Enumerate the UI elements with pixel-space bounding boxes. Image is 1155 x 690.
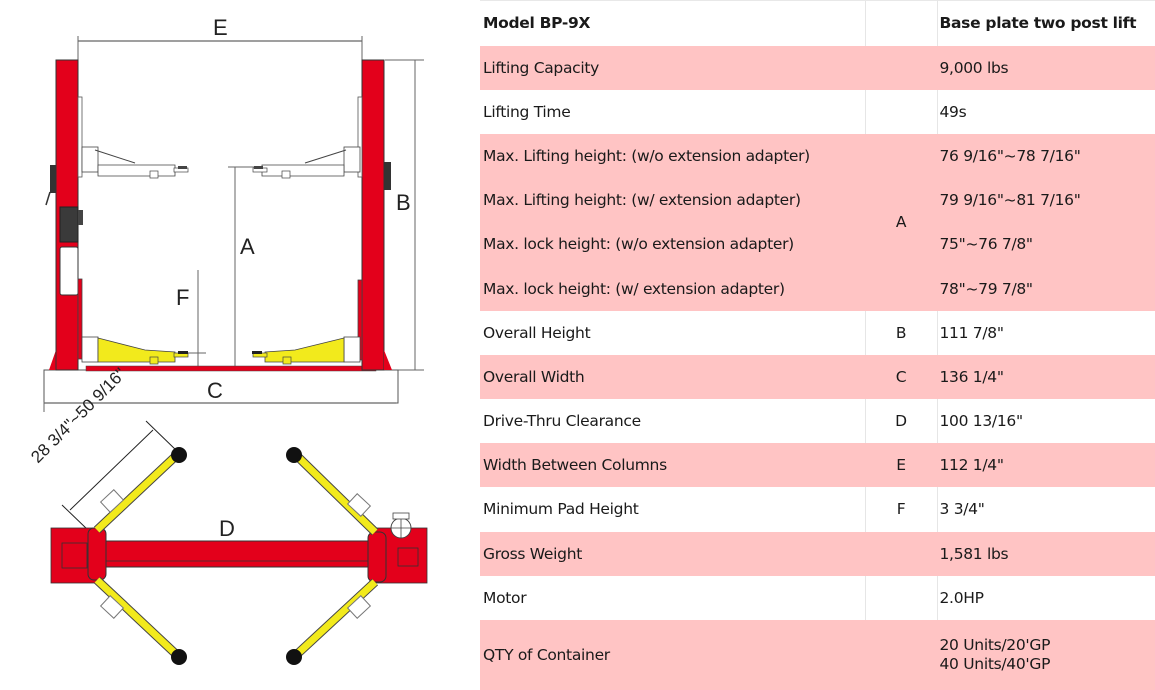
table-row: Max. Lifting height: (w/ extension adapt… [480, 178, 1155, 223]
label-f: F [176, 285, 190, 310]
row-value: 9,000 lbs [937, 45, 1155, 90]
arm-top-left [94, 450, 182, 533]
left-arm-yellow [97, 337, 176, 363]
pad-bottom-left [171, 649, 187, 665]
table-row: Minimum Pad Height F 3 3/4" [480, 487, 1155, 532]
row-code: E [864, 443, 938, 488]
table-row: Overall Width C 136 1/4" [480, 354, 1155, 399]
pad-top-left [171, 447, 187, 463]
table-row: Drive-Thru Clearance D 100 13/16" [480, 399, 1155, 444]
label-e: E [213, 15, 228, 40]
row-label: Motor [480, 575, 865, 620]
header-type: Base plate two post lift [937, 0, 1155, 46]
row-label: QTY of Container [480, 619, 865, 690]
header-code [864, 0, 938, 46]
row-label: Gross Weight [480, 531, 865, 576]
arm-top-right [291, 450, 378, 535]
row-value-line: 40 Units/40'GP [939, 654, 1051, 673]
row-value: 76 9/16"~78 7/16" [937, 133, 1155, 179]
row-code [864, 531, 938, 576]
label-c: C [207, 378, 223, 403]
table-row: Lifting Capacity 9,000 lbs [480, 45, 1155, 90]
table-row: Max. Lifting height: (w/o extension adap… [480, 133, 1155, 311]
row-code: B [864, 310, 938, 355]
row-label: Drive-Thru Clearance [480, 399, 865, 444]
row-value: 136 1/4" [937, 354, 1155, 399]
row-label: Minimum Pad Height [480, 487, 865, 532]
row-label: Max. lock height: (w/ extension adapter) [480, 266, 865, 311]
label-b: B [396, 190, 411, 215]
lift-drawing [43, 36, 428, 665]
row-label: Max. Lifting height: (w/o extension adap… [480, 133, 865, 179]
arm-bottom-left [94, 577, 182, 660]
row-label: Width Between Columns [480, 443, 865, 488]
row-value-line: 20 Units/20'GP [939, 635, 1051, 654]
row-label: Lifting Time [480, 89, 865, 134]
row-label: Overall Width [480, 354, 865, 399]
row-value: 2.0HP [937, 575, 1155, 620]
lift-diagram: E B A F C D 28 3/4"~50 9/16" [0, 0, 475, 690]
pad-top-right [286, 447, 302, 463]
spec-table: Model BP-9X Base plate two post lift Lif… [480, 0, 1155, 690]
row-code: F [864, 487, 938, 532]
row-label: Overall Height [480, 310, 865, 355]
row-code: D [864, 399, 938, 444]
row-label: Max. lock height: (w/o extension adapter… [480, 222, 865, 267]
table-row: Max. lock height: (w/ extension adapter)… [480, 266, 1155, 311]
row-label: Max. Lifting height: (w/ extension adapt… [480, 178, 865, 223]
label-d: D [219, 516, 235, 541]
motor [59, 206, 79, 243]
row-value-multiline: 20 Units/20'GP 40 Units/40'GP [937, 619, 1155, 690]
row-code [864, 575, 938, 620]
table-row: Gross Weight 1,581 lbs [480, 531, 1155, 576]
row-value: 75"~76 7/8" [937, 222, 1155, 267]
pad-bottom-right [286, 649, 302, 665]
label-a: A [240, 234, 255, 259]
row-value: 1,581 lbs [937, 531, 1155, 576]
right-arm-yellow [264, 337, 345, 363]
table-row: Overall Height B 111 7/8" [480, 310, 1155, 355]
arm-reach-dimension [69, 429, 154, 511]
row-value: 78"~79 7/8" [937, 266, 1155, 311]
table-row: Motor 2.0HP [480, 575, 1155, 620]
table-row: Max. lock height: (w/o extension adapter… [480, 222, 1155, 267]
row-code: C [864, 354, 938, 399]
row-value: 100 13/16" [937, 399, 1155, 444]
right-column [361, 59, 385, 371]
table-row: QTY of Container 20 Units/20'GP 40 Units… [480, 619, 1155, 690]
row-value: 111 7/8" [937, 310, 1155, 355]
row-value: 3 3/4" [937, 487, 1155, 532]
table-row: Lifting Time 49s [480, 89, 1155, 134]
row-label: Lifting Capacity [480, 45, 865, 90]
pump-tank [59, 246, 79, 296]
row-code [864, 89, 938, 134]
table-header-row: Model BP-9X Base plate two post lift [480, 0, 1155, 46]
row-code [864, 45, 938, 90]
row-value: 79 9/16"~81 7/16" [937, 178, 1155, 223]
row-code-merged: A [864, 133, 938, 311]
crossbeam [99, 540, 377, 568]
arm-bottom-right [291, 579, 378, 660]
row-value: 112 1/4" [937, 443, 1155, 488]
header-model: Model BP-9X [480, 0, 865, 46]
row-code [864, 619, 938, 690]
table-row: Width Between Columns E 112 1/4" [480, 443, 1155, 488]
row-value: 49s [937, 89, 1155, 134]
